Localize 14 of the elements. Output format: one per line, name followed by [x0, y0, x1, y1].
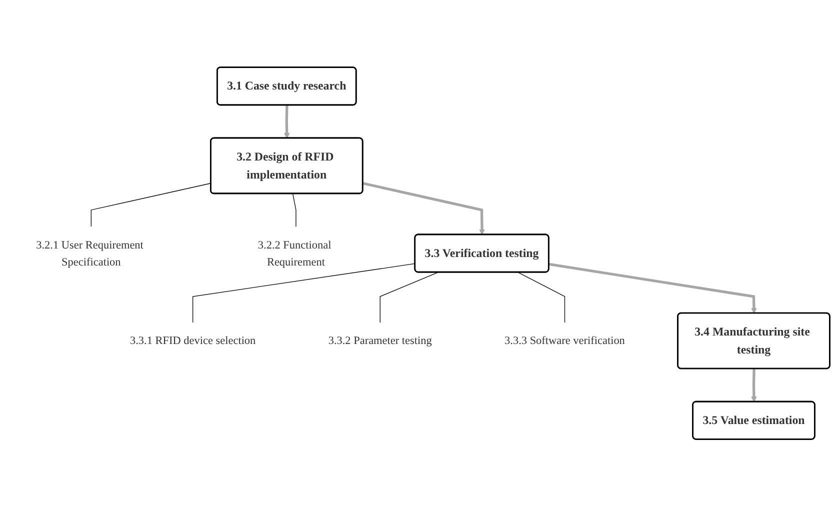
connector — [518, 272, 566, 324]
arrow — [284, 106, 290, 139]
connector — [380, 272, 438, 324]
connector — [90, 183, 212, 228]
node-text: 3.2.2 Functional Requirement — [258, 238, 332, 268]
connector — [292, 194, 296, 228]
node-text: 3.3.3 Software verification — [504, 334, 625, 348]
node-text: 3.3.2 Parameter testing — [328, 334, 432, 348]
node-text: 3.2.1 User Requirement Specification — [36, 238, 144, 268]
connector — [192, 264, 416, 324]
node-text: 3.3.1 RFID device selection — [130, 334, 256, 348]
arrow — [362, 182, 485, 236]
arrow — [751, 369, 757, 402]
arrow — [548, 263, 757, 314]
